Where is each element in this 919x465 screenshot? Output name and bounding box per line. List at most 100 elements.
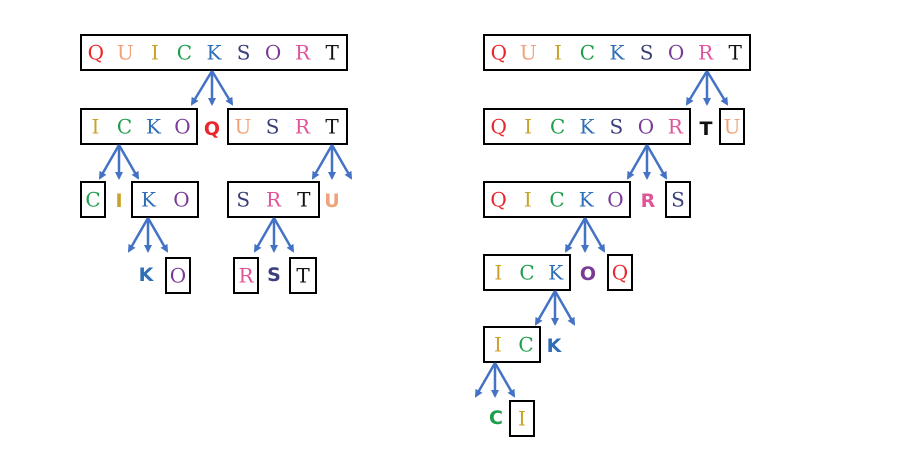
left-l3-right-r-box	[233, 257, 259, 294]
right-l2-left-letter-2: C	[549, 188, 564, 212]
left-l1-right-letter-3: T	[325, 115, 339, 139]
left-l1-left-box	[80, 108, 198, 145]
right-l3-left-letter-1: C	[519, 261, 534, 285]
right-l1-left-letter-1: I	[524, 115, 532, 139]
left-l2-right-pivot: U	[324, 190, 339, 212]
left-root-letter-2: I	[151, 41, 159, 65]
right-l1-left-letter-5: O	[638, 115, 654, 139]
left-l2-left-pivot: I	[115, 190, 122, 212]
left-l1-right-box	[227, 108, 348, 145]
right-root-letter-2: I	[554, 41, 562, 65]
left-l2-left-ko-letter-0: K	[141, 188, 157, 212]
right-l2-left-letter-0: Q	[490, 188, 506, 212]
right-l1-left-letter-2: C	[550, 115, 565, 139]
left-l1-right-letter-2: R	[295, 115, 311, 139]
left-l3-left-o-letter-0: O	[170, 264, 186, 288]
left-l1-left-arrow-2	[117, 144, 140, 180]
left-l1-left-letter-1: C	[117, 115, 132, 139]
right-root-arrow-2	[705, 70, 729, 106]
left-root-letter-5: S	[237, 41, 251, 65]
right-root-letter-5: S	[640, 41, 654, 65]
right-l3-right-box	[607, 254, 633, 291]
left-root-letter-4: K	[207, 41, 223, 65]
right-l3-left-letter-0: I	[494, 261, 502, 285]
right-l3-left-letter-2: K	[548, 261, 564, 285]
left-root-arrow-2	[210, 70, 234, 106]
left-l2-right-arrow-0	[253, 217, 276, 253]
right-root-arrow-0	[685, 70, 709, 106]
left-l3-right-r-letter-0: R	[238, 264, 254, 288]
right-l1-left-letter-4: S	[610, 115, 624, 139]
right-l1-pivot: T	[700, 118, 713, 140]
left-root-letter-7: R	[295, 41, 311, 65]
left-l1-left-arrow-0	[98, 144, 121, 180]
left-l1-right-arrow-2	[330, 144, 353, 180]
right-l2-right-box	[665, 181, 691, 218]
right-root-letter-1: U	[520, 41, 537, 65]
right-l4-left-letter-0: I	[494, 333, 502, 357]
right-l3-pivot: O	[580, 263, 596, 285]
right-l5-pivot: C	[489, 407, 503, 429]
left-l1-left-letter-0: I	[92, 115, 100, 139]
left-l2-right-arrow-2	[272, 217, 295, 253]
right-l1-left-letter-6: R	[668, 115, 684, 139]
right-root-letter-8: T	[729, 41, 743, 65]
left-l1-right-arrow-0	[311, 144, 334, 180]
boxes-layer	[80, 34, 751, 437]
right-l4-left-letter-1: C	[518, 333, 533, 357]
left-l1-left-letter-2: K	[146, 115, 162, 139]
right-l2-left-box	[483, 181, 631, 218]
left-l1-pivot: Q	[204, 118, 220, 140]
right-l2-left-letter-3: K	[579, 188, 595, 212]
right-l1-left-letter-0: Q	[490, 115, 506, 139]
right-l1-left-letter-3: K	[580, 115, 596, 139]
left-l3-left-pivot: K	[139, 264, 155, 286]
arrows-layer	[98, 70, 729, 398]
left-l2-left-c-box	[80, 181, 106, 218]
right-l1-arrow-2	[645, 144, 668, 180]
right-l2-arrow-2	[583, 217, 606, 253]
right-l4-pivot: K	[547, 335, 563, 357]
left-root-box	[80, 34, 348, 71]
left-l1-left-letter-3: O	[174, 115, 190, 139]
right-l3-right-letter-0: Q	[612, 261, 628, 285]
right-root-letter-3: C	[580, 41, 595, 65]
right-l4-arrow-0	[474, 362, 497, 398]
left-l2-left-ko-box	[131, 181, 199, 218]
right-l2-pivot: R	[641, 190, 656, 212]
left-l2-right-srt-letter-2: T	[297, 188, 311, 212]
left-l2-left-arrow-2	[146, 217, 169, 253]
left-l2-left-c-letter-0: C	[85, 188, 100, 212]
left-l3-right-t-box	[289, 257, 317, 294]
left-l3-right-t-letter-0: T	[296, 264, 310, 288]
left-root-letter-1: U	[117, 41, 134, 65]
right-l1-right-box	[719, 108, 745, 145]
left-l3-left-o-box	[165, 257, 191, 294]
left-root-letter-0: Q	[88, 41, 104, 65]
right-l3-arrow-0	[534, 290, 557, 326]
left-root-letter-6: O	[265, 41, 281, 65]
left-l2-left-arrow-0	[127, 217, 150, 253]
right-l4-arrow-2	[493, 362, 516, 398]
left-l1-right-letter-0: U	[234, 115, 251, 139]
right-l3-arrow-2	[553, 290, 576, 326]
left-l3-right-pivot: S	[267, 264, 281, 286]
right-l2-left-letter-1: I	[524, 188, 532, 212]
right-l2-right-letter-0: S	[671, 188, 685, 212]
right-root-letter-6: O	[668, 41, 684, 65]
right-root-letter-4: K	[610, 41, 626, 65]
right-l2-arrow-0	[564, 217, 587, 253]
left-l2-right-srt-letter-0: S	[236, 188, 250, 212]
left-root-letter-3: C	[177, 41, 192, 65]
left-l1-right-letter-1: S	[266, 115, 280, 139]
right-l4-left-box	[483, 326, 541, 363]
right-l1-right-letter-0: U	[724, 115, 741, 139]
right-l3-left-box	[483, 254, 571, 291]
right-l5-right-box	[509, 400, 535, 437]
right-l1-arrow-0	[626, 144, 649, 180]
right-root-letter-7: R	[698, 41, 714, 65]
right-l1-left-box	[483, 108, 691, 145]
